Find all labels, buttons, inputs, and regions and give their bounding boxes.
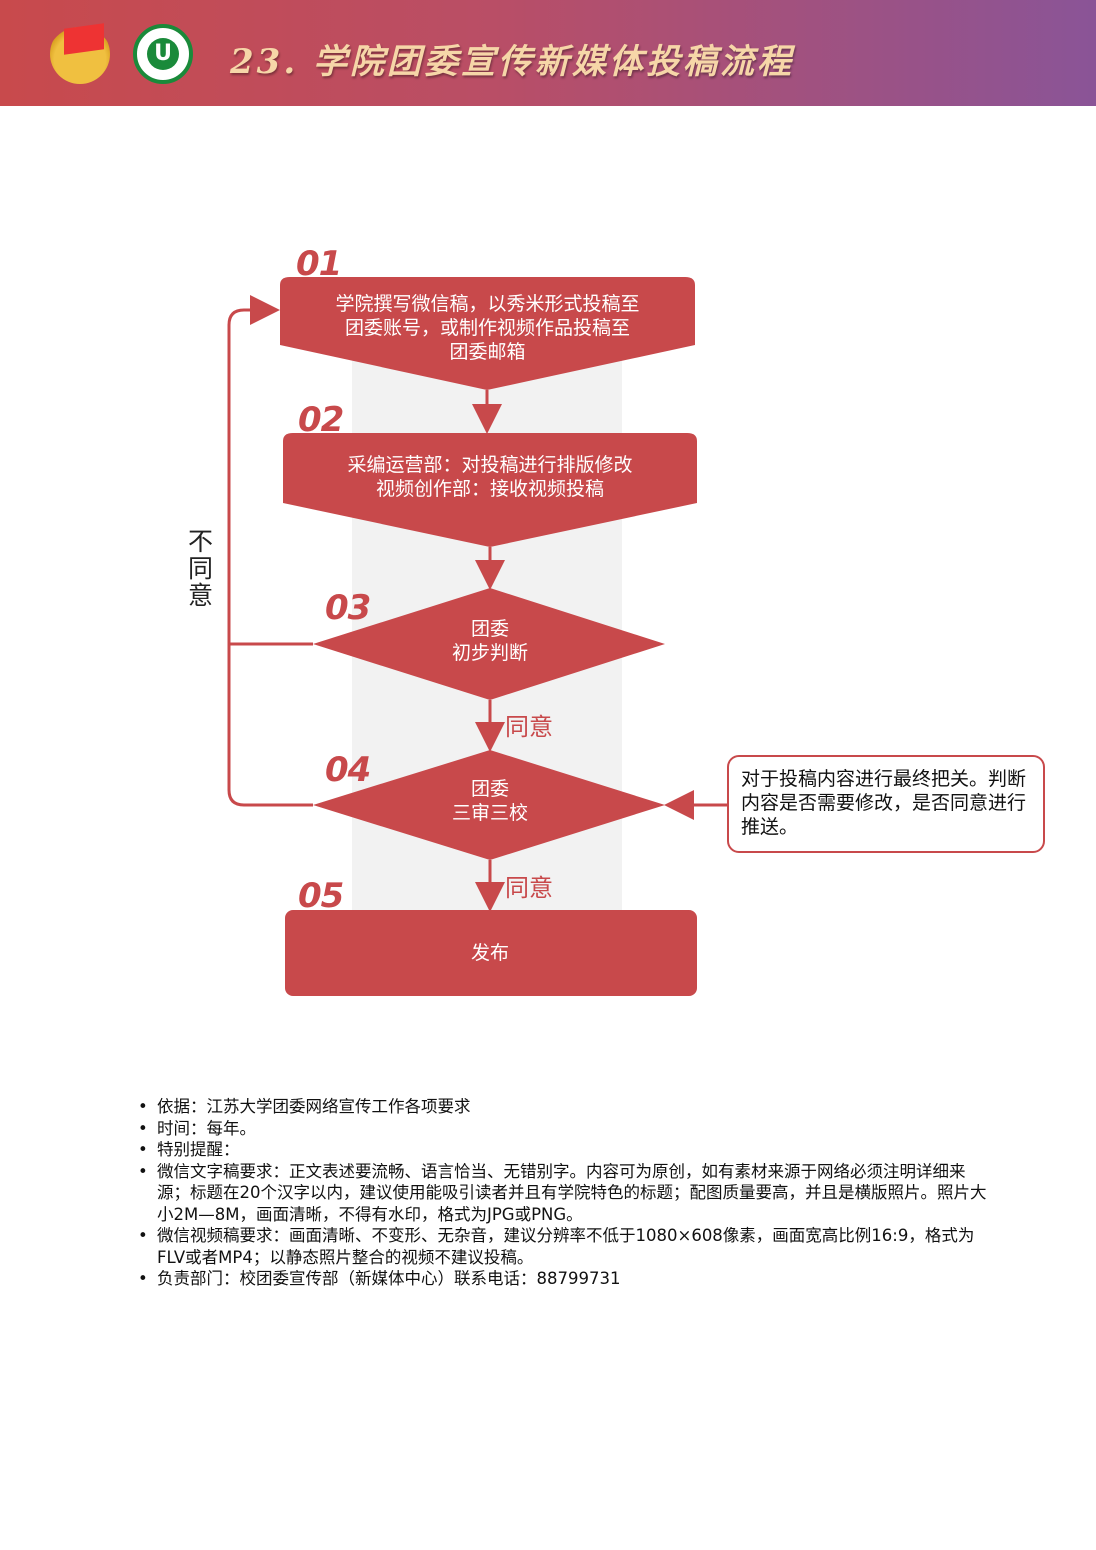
review-note: 对于投稿内容进行最终把关。判断内容是否需要修改，是否同意进行推送。	[727, 755, 1045, 853]
notes-list: 依据：江苏大学团委网络宣传工作各项要求 时间：每年。 特别提醒： 微信文字稿要求…	[138, 1096, 988, 1290]
list-item: 负责部门：校团委宣传部（新媒体中心）联系电话：88799731	[138, 1268, 988, 1290]
step-04-shape	[313, 750, 665, 860]
step-number: 04	[325, 750, 371, 790]
step-number: 03	[325, 588, 371, 628]
step-number: 02	[298, 400, 344, 440]
list-item: 时间：每年。	[138, 1118, 988, 1140]
list-item: 微信文字稿要求：正文表述要流畅、语言恰当、无错别字。内容可为原创，如有素材来源于…	[138, 1161, 988, 1226]
step-02-shape	[283, 433, 697, 547]
step-04-text: 团委 三审三校	[451, 778, 528, 824]
step-02-text: 采编运营部：对投稿进行排版修改 视频创作部：接收视频投稿	[347, 454, 633, 500]
header-banner: U 23. 学院团委宣传新媒体投稿流程	[0, 0, 1096, 106]
step-01-shape	[280, 277, 695, 390]
flowchart	[227, 277, 727, 996]
list-item: 依据：江苏大学团委网络宣传工作各项要求	[138, 1096, 988, 1118]
agree-label: 同意	[505, 874, 553, 902]
step-05-text: 发布	[470, 942, 509, 964]
university-logo-icon: U	[133, 24, 193, 84]
list-item: 微信视频稿要求：画面清晰、不变形、无杂音，建议分辨率不低于1080×608像素，…	[138, 1225, 988, 1268]
step-03-shape	[313, 588, 665, 700]
youth-league-emblem-icon	[50, 23, 110, 84]
disagree-loop	[227, 295, 313, 807]
step-01-text: 学院撰写微信稿，以秀米形式投稿至 团委账号，或制作视频作品投稿至 团委邮箱	[335, 293, 640, 363]
step-03-text: 团委 初步判断	[451, 618, 528, 664]
disagree-label: 不同意	[188, 527, 214, 610]
page-title: 23. 学院团委宣传新媒体投稿流程	[230, 42, 794, 82]
step-number: 01	[296, 244, 342, 284]
step-05-shape	[285, 910, 697, 996]
step-number: 05	[298, 876, 344, 916]
list-item: 特别提醒：	[138, 1139, 988, 1161]
agree-label: 同意	[505, 713, 553, 741]
